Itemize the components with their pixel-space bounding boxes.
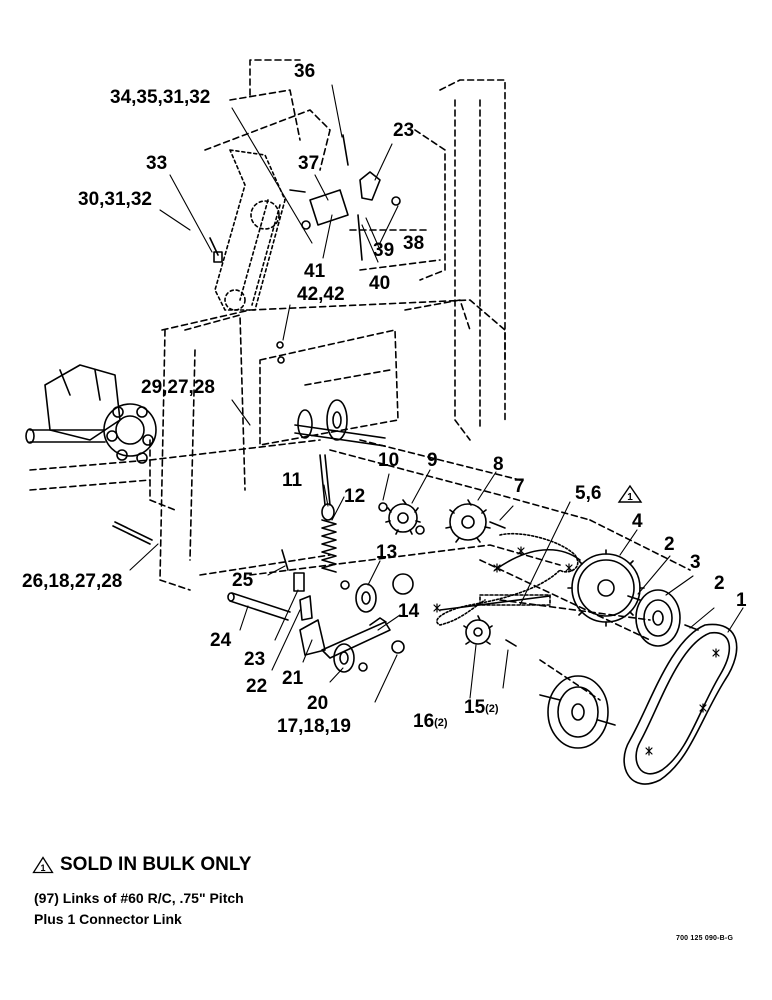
callout-5-6: 5,6 [575, 483, 602, 504]
callout-21: 21 [282, 668, 304, 689]
callout-13: 13 [376, 542, 398, 563]
sprocket-4 [567, 549, 645, 627]
note-title-text: SOLD IN BULK ONLY [60, 854, 252, 875]
sprocket-small [392, 573, 414, 595]
callout-30-31-32: 30,31,32 [78, 189, 152, 210]
key-7 [489, 521, 506, 529]
callout-34-35-31-32: 34,35,31,32 [110, 87, 211, 108]
callout-9: 9 [427, 450, 438, 471]
callout-22: 22 [246, 676, 268, 697]
key-2b [684, 624, 699, 631]
callout-20: 20 [307, 693, 329, 714]
callout-33: 33 [146, 153, 168, 174]
warning-triangle-icon: 1 [32, 856, 54, 874]
callout-25: 25 [232, 570, 254, 591]
pin-26 [112, 521, 153, 545]
gearbox [25, 364, 157, 464]
callout-12: 12 [344, 486, 366, 507]
note-chain-spec: (97) Links of #60 R/C, .75" Pitch [34, 890, 244, 906]
leader-lines [129, 84, 744, 703]
callout-39: 39 [373, 240, 395, 261]
callout-16-number: 16 [413, 711, 435, 732]
callout-26-18-27-28: 26,18,27,28 [22, 571, 123, 592]
belt-1 [623, 623, 738, 785]
washer-10b [415, 525, 425, 535]
sprocket-9 [385, 499, 421, 535]
callout-2-upper: 2 [664, 534, 675, 555]
sprocket-8 [445, 499, 491, 543]
callout-16: 16(2) [413, 712, 448, 731]
idler-13 [340, 580, 377, 613]
callout-11: 11 [282, 470, 303, 491]
warning-triangle-icon: 1 [617, 484, 643, 503]
callout-15: 15(2) [464, 698, 499, 717]
callout-29-27-28: 29,27,28 [141, 377, 215, 398]
warning-icon-number: 1 [627, 492, 633, 503]
callout-15-qty: (2) [485, 703, 499, 715]
callout-42-42: 42,42 [297, 284, 345, 305]
callout-40: 40 [369, 273, 391, 294]
exploded-parts-drawing [25, 59, 744, 785]
callout-2-lower: 2 [714, 573, 725, 594]
star-markers [433, 546, 720, 756]
machine-frame [29, 59, 691, 701]
callout-41: 41 [304, 261, 326, 282]
callout-14: 14 [398, 601, 420, 622]
callout-23-lower: 23 [244, 649, 266, 670]
callout-3: 3 [690, 552, 701, 573]
note-title: 1 SOLD IN BULK ONLY [32, 854, 251, 876]
bracket-parts [209, 134, 401, 364]
callout-7: 7 [514, 476, 525, 497]
callout-23-upper: 23 [393, 120, 415, 141]
callout-16-qty: (2) [434, 717, 448, 729]
note-icon-number: 1 [40, 863, 45, 873]
upper-chain-assembly [214, 149, 286, 311]
bolt-15 [505, 639, 517, 647]
callout-36: 36 [294, 61, 316, 82]
callout-15-number: 15 [464, 697, 486, 718]
drive-chain [436, 532, 581, 626]
note-connector-link: Plus 1 Connector Link [34, 911, 182, 927]
key-2a [627, 595, 641, 601]
callout-17-18-19: 17,18,19 [277, 716, 351, 737]
pulley-3 [635, 589, 681, 647]
pin-22 [293, 572, 305, 592]
callout-10: 10 [378, 450, 400, 471]
tensioner-arm [299, 595, 391, 659]
callout-38: 38 [403, 233, 425, 254]
idler-20 [333, 640, 405, 673]
pin-25 [281, 549, 289, 571]
callout-37: 37 [298, 153, 320, 174]
spring-assembly [319, 454, 337, 573]
main-shaft [294, 399, 386, 447]
callout-8: 8 [493, 454, 504, 475]
washer-10 [378, 502, 388, 512]
drawing-number: 700 125 090-B-G [676, 935, 734, 942]
rod-24 [227, 592, 291, 621]
lower-pulley [539, 675, 616, 749]
callout-24: 24 [210, 630, 232, 651]
callout-4: 4 [632, 511, 643, 532]
callout-1: 1 [736, 590, 747, 611]
sprocket-16 [463, 615, 493, 645]
